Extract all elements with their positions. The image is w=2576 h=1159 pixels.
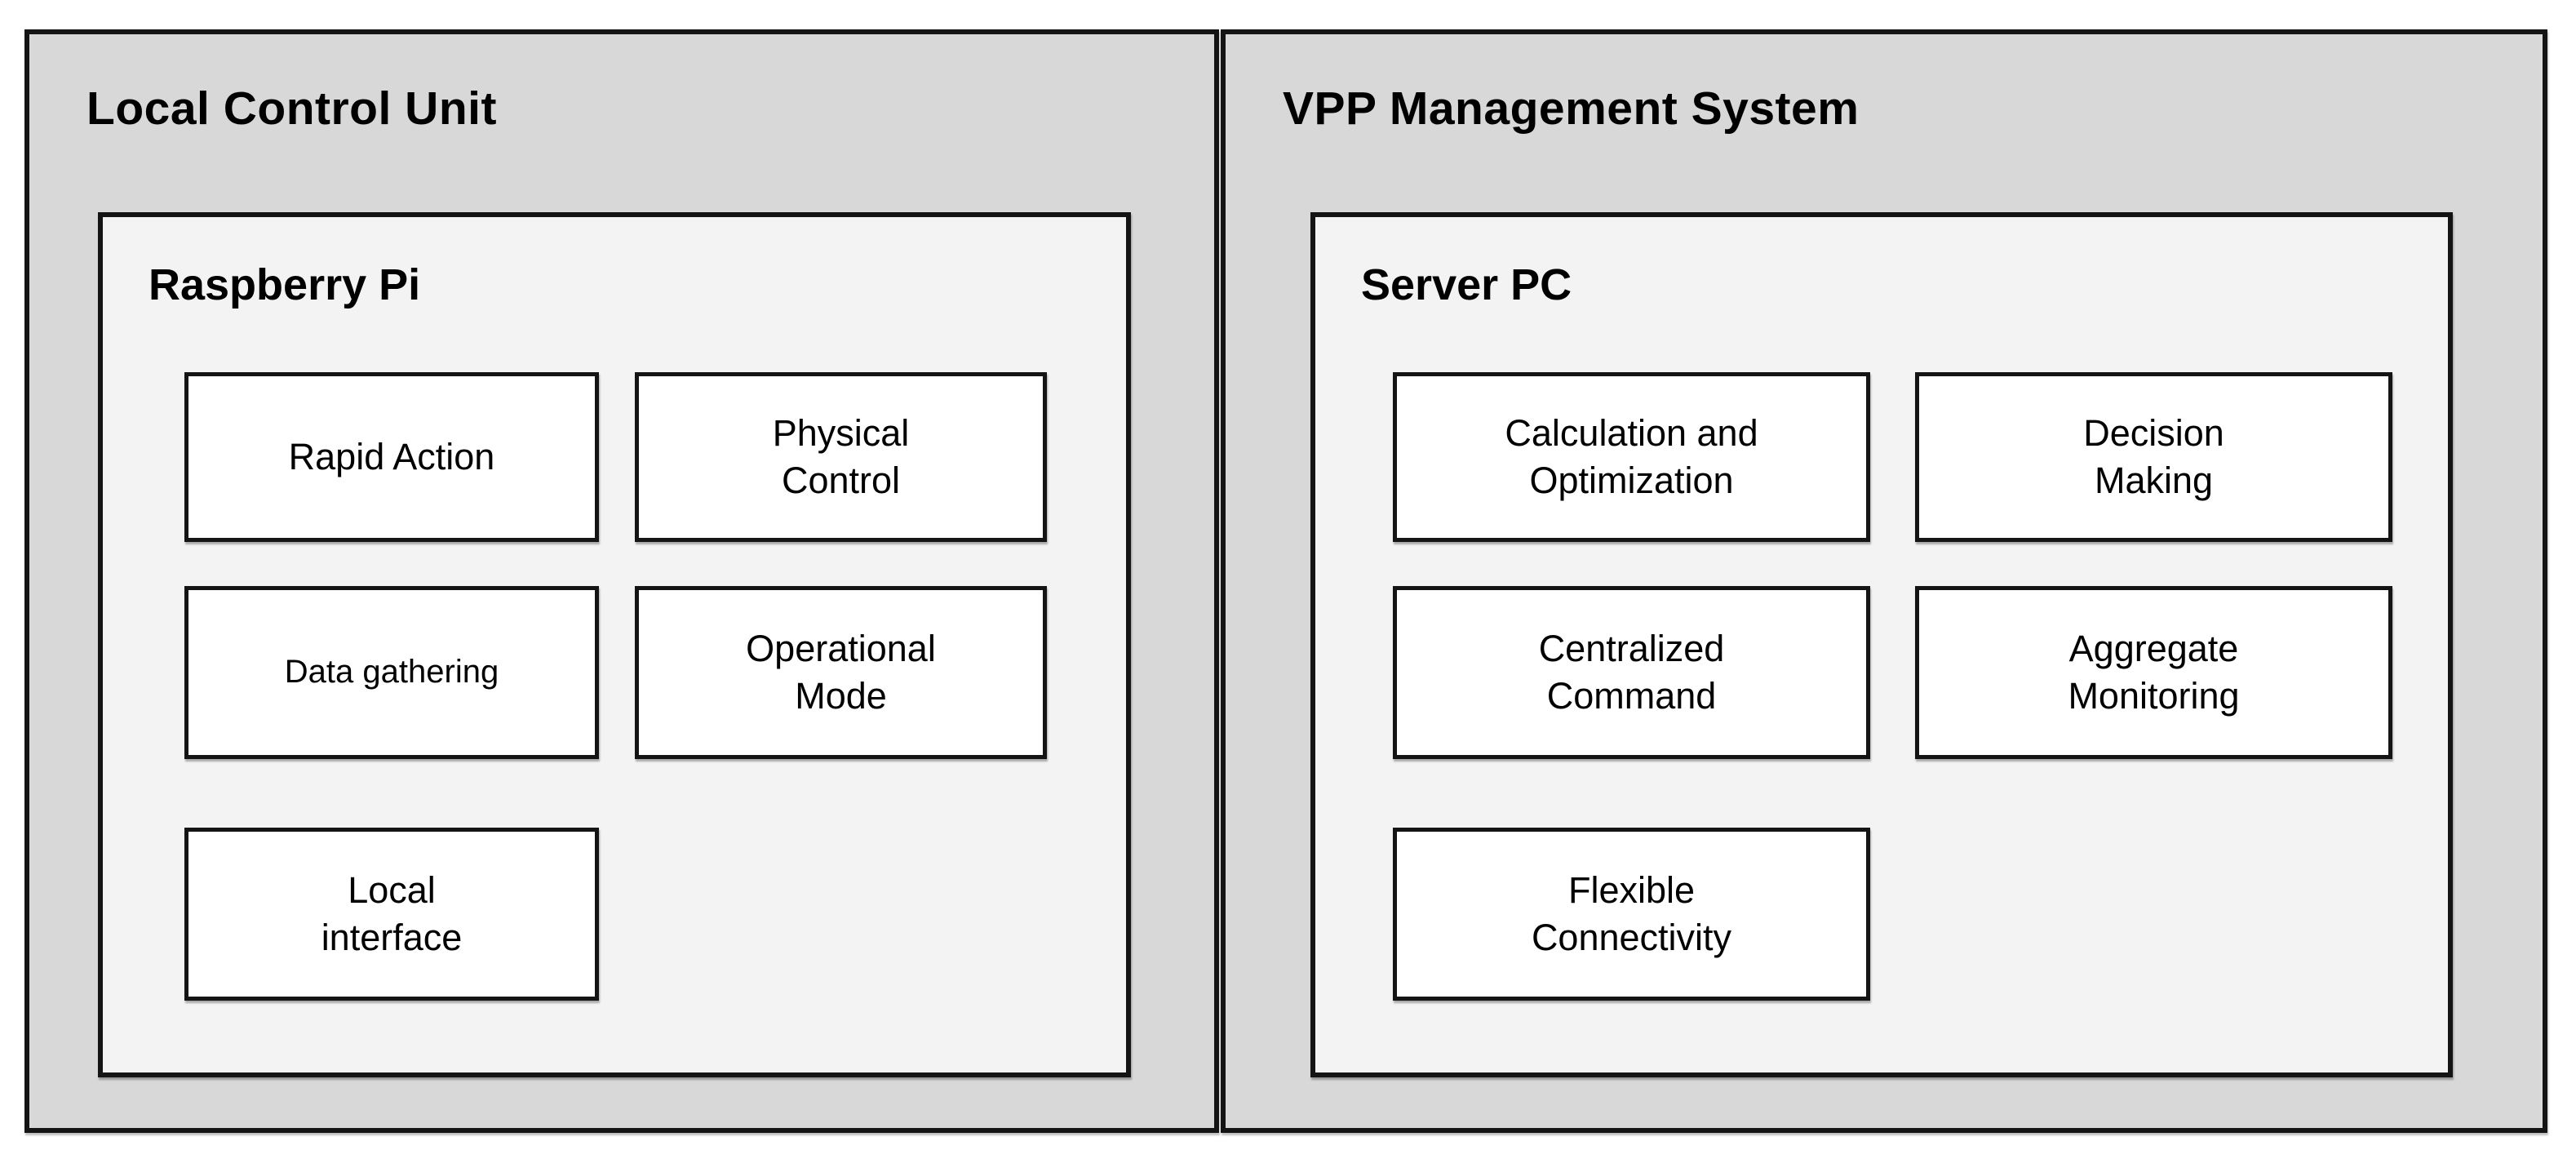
module-label: Rapid Action [288, 436, 495, 478]
device-title: Raspberry Pi [149, 260, 421, 309]
module-label: Centralized Command [1538, 628, 1725, 717]
panel-title: Local Control Unit [86, 82, 497, 135]
module-label: Calculation and Optimization [1505, 412, 1758, 501]
module-flexible-connectivity: Flexible Connectivity [1393, 828, 1870, 1001]
module-calculation-and-optimization: Calculation and Optimization [1393, 372, 1870, 542]
panel-local-control-unit: Local Control Unit Raspberry Pi Rapid Ac… [24, 29, 1219, 1133]
module-label: Aggregate Monitoring [2068, 628, 2240, 717]
device-box-raspberry-pi: Raspberry Pi Rapid Action Physical Contr… [98, 212, 1131, 1077]
module-physical-control: Physical Control [635, 372, 1047, 542]
module-label: Flexible Connectivity [1531, 869, 1732, 958]
module-label: Data gathering [284, 654, 499, 691]
module-data-gathering: Data gathering [184, 586, 599, 759]
panel-vpp-management-system: VPP Management System Server PC Calculat… [1221, 29, 2547, 1133]
module-label: Local interface [321, 869, 463, 958]
module-decision-making: Decision Making [1915, 372, 2392, 542]
module-label: Decision Making [2083, 412, 2224, 501]
device-title: Server PC [1361, 260, 1572, 309]
module-label: Physical Control [772, 412, 910, 501]
module-label: Operational Mode [746, 628, 936, 717]
device-box-server-pc: Server PC Calculation and Optimization D… [1310, 212, 2453, 1077]
module-operational-mode: Operational Mode [635, 586, 1047, 759]
module-local-interface: Local interface [184, 828, 599, 1001]
panel-title: VPP Management System [1283, 82, 1860, 135]
module-centralized-command: Centralized Command [1393, 586, 1870, 759]
module-rapid-action: Rapid Action [184, 372, 599, 542]
module-aggregate-monitoring: Aggregate Monitoring [1915, 586, 2392, 759]
